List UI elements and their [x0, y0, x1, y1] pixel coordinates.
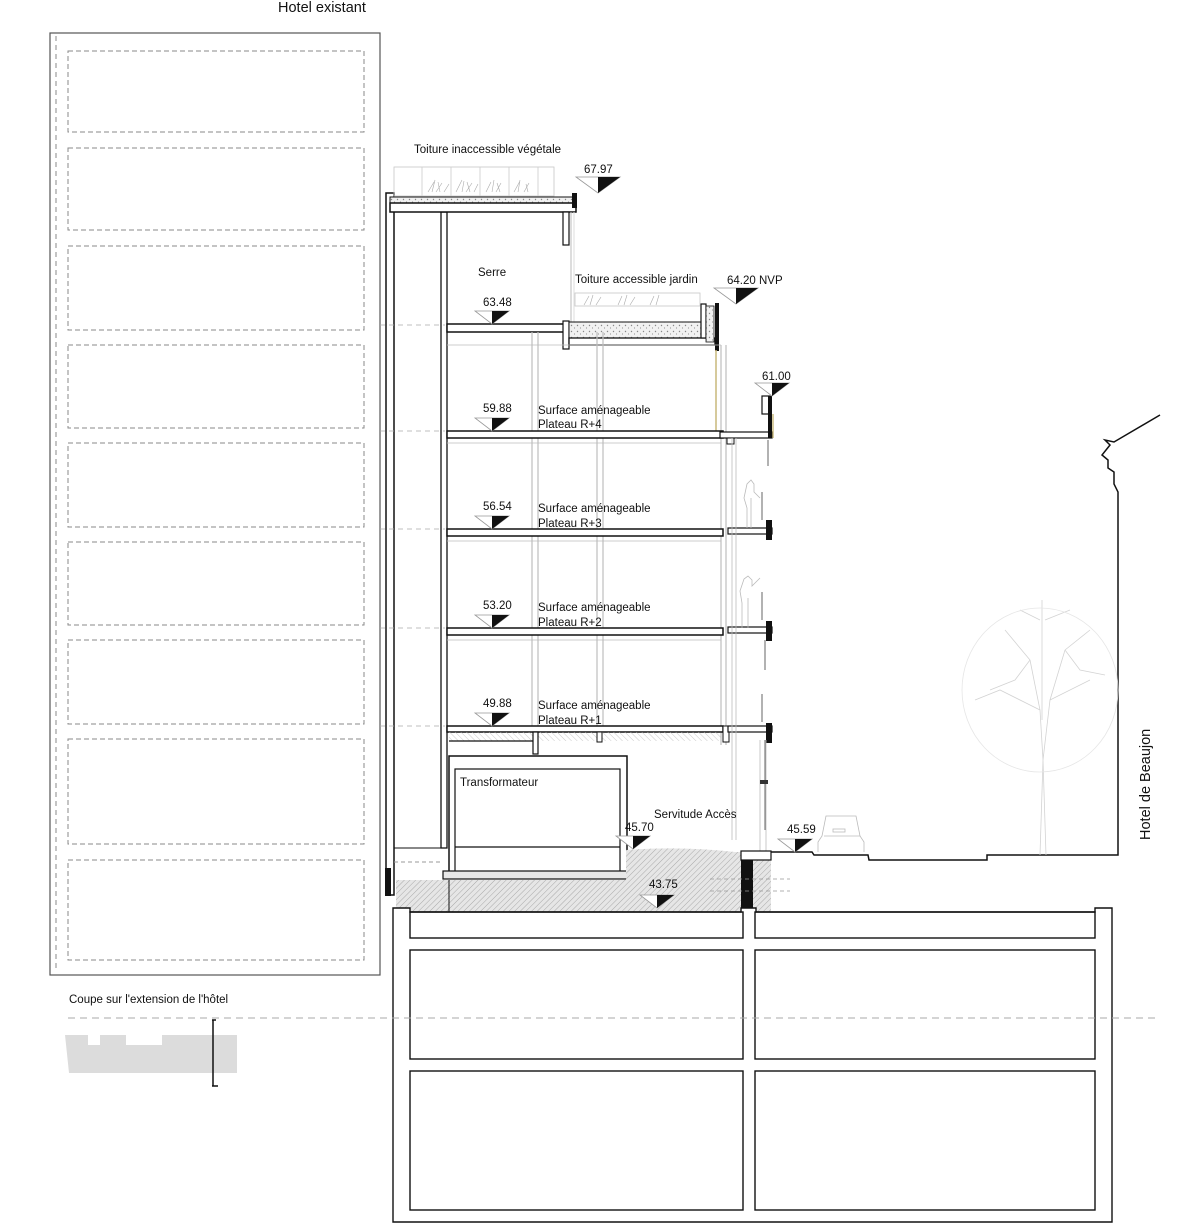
elevation-45-59: 45.59 — [787, 824, 816, 836]
elevation-45-70: 45.70 — [625, 822, 654, 834]
level-datums — [380, 324, 445, 727]
elevation-56-54: 56.54 — [483, 501, 512, 513]
label-r1-use: Surface aménageable — [538, 700, 651, 712]
label-garden-roof: Toiture accessible jardin — [575, 274, 698, 286]
car-icon — [817, 815, 865, 852]
elevation-64-20: 64.20 NVP — [727, 275, 783, 287]
label-r1-plateau: Plateau R+1 — [538, 715, 602, 727]
section-caption: Coupe sur l'extension de l'hôtel — [69, 994, 228, 1006]
label-r2-use: Surface aménageable — [538, 602, 651, 614]
elevation-49-88: 49.88 — [483, 698, 512, 710]
label-hotel-beaujon: Hotel de Beaujon — [1138, 729, 1154, 840]
label-r2-plateau: Plateau R+2 — [538, 617, 602, 629]
label-r4-use: Surface aménageable — [538, 405, 651, 417]
title-hotel-existant: Hotel existant — [278, 0, 366, 16]
elevation-43-75: 43.75 — [649, 879, 678, 891]
balcony-r1 — [727, 694, 773, 830]
key-plan — [65, 1019, 237, 1087]
level-markers — [473, 176, 814, 909]
balcony-r2 — [727, 592, 773, 670]
elevation-61-00: 61.00 — [762, 371, 791, 383]
label-r3-plateau: Plateau R+3 — [538, 518, 602, 530]
person-figure — [739, 479, 761, 628]
elevation-63-48: 63.48 — [483, 297, 512, 309]
basement — [392, 907, 1113, 1223]
balcony-r4 — [719, 395, 774, 466]
elevation-67-97: 67.97 — [584, 164, 613, 176]
label-access-easement: Servitude Accès — [654, 809, 737, 821]
elevation-59-88: 59.88 — [483, 403, 512, 415]
tree-icon — [961, 600, 1119, 856]
label-r3-use: Surface aménageable — [538, 503, 651, 515]
existing-hotel — [49, 32, 381, 976]
label-transformer: Transformateur — [460, 777, 538, 789]
extension-structure — [385, 166, 1161, 912]
label-r4-plateau: Plateau R+4 — [538, 419, 602, 431]
balcony-r3 — [727, 492, 773, 540]
label-green-roof: Toiture inaccessible végétale — [414, 144, 561, 156]
elevation-53-20: 53.20 — [483, 600, 512, 612]
label-greenhouse: Serre — [478, 267, 506, 279]
